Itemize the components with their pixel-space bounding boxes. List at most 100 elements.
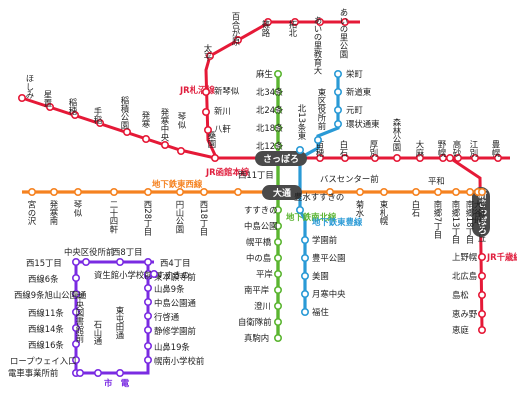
chitose-2-marker[interactable] (477, 271, 486, 280)
tozai-west-7-marker[interactable] (234, 188, 243, 197)
tozai-east-0-marker[interactable] (325, 188, 334, 197)
namboku-south-2-marker[interactable] (273, 238, 282, 247)
namboku-north-2-marker[interactable] (273, 106, 282, 115)
namboku-south-3-marker[interactable] (273, 254, 282, 263)
toho-south-3-marker[interactable] (300, 271, 309, 280)
tram-16-marker[interactable] (144, 325, 153, 334)
sassho-2-marker[interactable] (202, 88, 211, 97)
tozai-east-8-marker[interactable] (477, 188, 486, 197)
sassho-6-marker[interactable] (290, 17, 299, 26)
tozai-west-label-3: 二十四軒 (109, 200, 119, 235)
toho-south-2-marker[interactable] (300, 254, 309, 263)
tozai-west-3-marker[interactable] (110, 188, 119, 197)
hakodate-west-3-marker[interactable] (96, 119, 105, 128)
namboku-north-0-marker[interactable] (273, 70, 282, 79)
hakodate-west-6-marker[interactable] (161, 141, 170, 150)
hakodate-west-4-marker[interactable] (123, 128, 132, 137)
tozai-west-6-marker[interactable] (200, 188, 209, 197)
tram-6-marker[interactable] (72, 307, 81, 316)
tram-15-marker[interactable] (144, 341, 153, 350)
tram-0-marker[interactable] (144, 257, 153, 266)
toho-south-0-marker[interactable] (295, 206, 304, 215)
toho-north-2-marker[interactable] (333, 106, 342, 115)
tozai-east-6-marker[interactable] (465, 188, 474, 197)
hakodate-east-8-marker[interactable] (493, 154, 502, 163)
tram-label-4: 西線6条 (28, 274, 59, 284)
toho-south-4-marker[interactable] (300, 289, 309, 298)
tram-17-marker[interactable] (144, 311, 153, 320)
tozai-east-5-marker[interactable] (451, 188, 460, 197)
toho-north-5-marker[interactable] (295, 146, 304, 155)
hakodate-east-2-marker[interactable] (370, 154, 379, 163)
sassho-5-marker[interactable] (263, 17, 272, 26)
tram-19-marker[interactable] (144, 283, 153, 292)
sassho-0-marker[interactable] (204, 126, 213, 135)
tram-5-marker[interactable] (72, 289, 81, 298)
hakodate-east-0-marker[interactable] (315, 154, 324, 163)
tozai-east-1-marker[interactable] (355, 188, 364, 197)
toho-south-5-marker[interactable] (300, 307, 309, 316)
namboku-north-1-marker[interactable] (273, 88, 282, 97)
tram-4-marker[interactable] (72, 273, 81, 282)
tozai-west-5-marker[interactable] (176, 188, 185, 197)
toho-north-3-marker[interactable] (333, 120, 342, 129)
chitose-4-marker[interactable] (477, 309, 486, 318)
tram-13-marker[interactable] (116, 368, 125, 377)
tram-18-marker[interactable] (144, 297, 153, 306)
namboku-south-8-marker[interactable] (273, 333, 282, 342)
tram-14-marker[interactable] (144, 355, 153, 364)
sassho-3-marker[interactable] (206, 51, 215, 60)
toho-south-1-marker[interactable] (300, 236, 309, 245)
namboku-south-7-marker[interactable] (273, 317, 282, 326)
tram-1-marker[interactable] (116, 257, 125, 266)
sassho-1-marker[interactable] (202, 108, 211, 117)
hub-sapporo[interactable]: さっぽろ (255, 151, 307, 166)
namboku-south-6-marker[interactable] (273, 301, 282, 310)
tozai-west-label-5: 円山公園 (175, 200, 185, 235)
toho-north-4-marker[interactable] (313, 136, 322, 145)
tram-9-marker[interactable] (72, 355, 81, 364)
namboku-south-4-marker[interactable] (273, 269, 282, 278)
hakodate-west-5-marker[interactable] (142, 135, 151, 144)
toho-north-0-marker[interactable] (333, 70, 342, 79)
tram-2-marker[interactable] (82, 257, 91, 266)
namboku-north-3-marker[interactable] (273, 124, 282, 133)
hakodate-east-7-marker[interactable] (470, 154, 479, 163)
hakodate-west-8-marker[interactable] (211, 154, 220, 163)
tozai-east-2-marker[interactable] (379, 188, 388, 197)
hakodate-east-1-marker[interactable] (340, 154, 349, 163)
hakodate-east-6-marker[interactable] (453, 154, 462, 163)
hakodate-west-2-marker[interactable] (71, 111, 80, 120)
chitose-3-marker[interactable] (477, 290, 486, 299)
tozai-west-1-marker[interactable] (49, 188, 58, 197)
toho-north-1-marker[interactable] (333, 88, 342, 97)
hakodate-west-1-marker[interactable] (45, 103, 54, 112)
chitose-0-marker[interactable] (445, 154, 454, 163)
sassho-8-marker[interactable] (340, 17, 349, 26)
hakodate-east-3-marker[interactable] (392, 154, 401, 163)
tram-11-marker[interactable] (76, 368, 85, 377)
namboku-north-4-marker[interactable] (273, 142, 282, 151)
namboku-south-1-marker[interactable] (273, 222, 282, 231)
tozai-west-4-marker[interactable] (144, 188, 153, 197)
tozai-east-4-marker[interactable] (433, 188, 442, 197)
hub-shin-sapporo[interactable]: 新さっぽろ (472, 187, 490, 237)
namboku-south-5-marker[interactable] (273, 285, 282, 294)
hakodate-west-0-marker[interactable] (17, 94, 26, 103)
hakodate-west-7-marker[interactable] (177, 147, 186, 156)
tozai-west-2-marker[interactable] (74, 188, 83, 197)
sassho-7-marker[interactable] (315, 17, 324, 26)
hakodate-east-4-marker[interactable] (415, 154, 424, 163)
tram-8-marker[interactable] (72, 339, 81, 348)
tozai-west-0-marker[interactable] (27, 188, 36, 197)
tram-22-marker[interactable] (150, 269, 159, 278)
sassho-4-marker[interactable] (234, 35, 243, 44)
namboku-south-0-marker[interactable] (273, 206, 282, 215)
chitose-1-marker[interactable] (477, 253, 486, 262)
tram-12-marker[interactable] (94, 368, 103, 377)
chitose-5-marker[interactable] (477, 325, 486, 334)
tozai-east-3-marker[interactable] (411, 188, 420, 197)
tram-7-marker[interactable] (72, 323, 81, 332)
hub-odori[interactable]: 大通 (262, 185, 302, 200)
tram-3-marker[interactable] (72, 257, 81, 266)
